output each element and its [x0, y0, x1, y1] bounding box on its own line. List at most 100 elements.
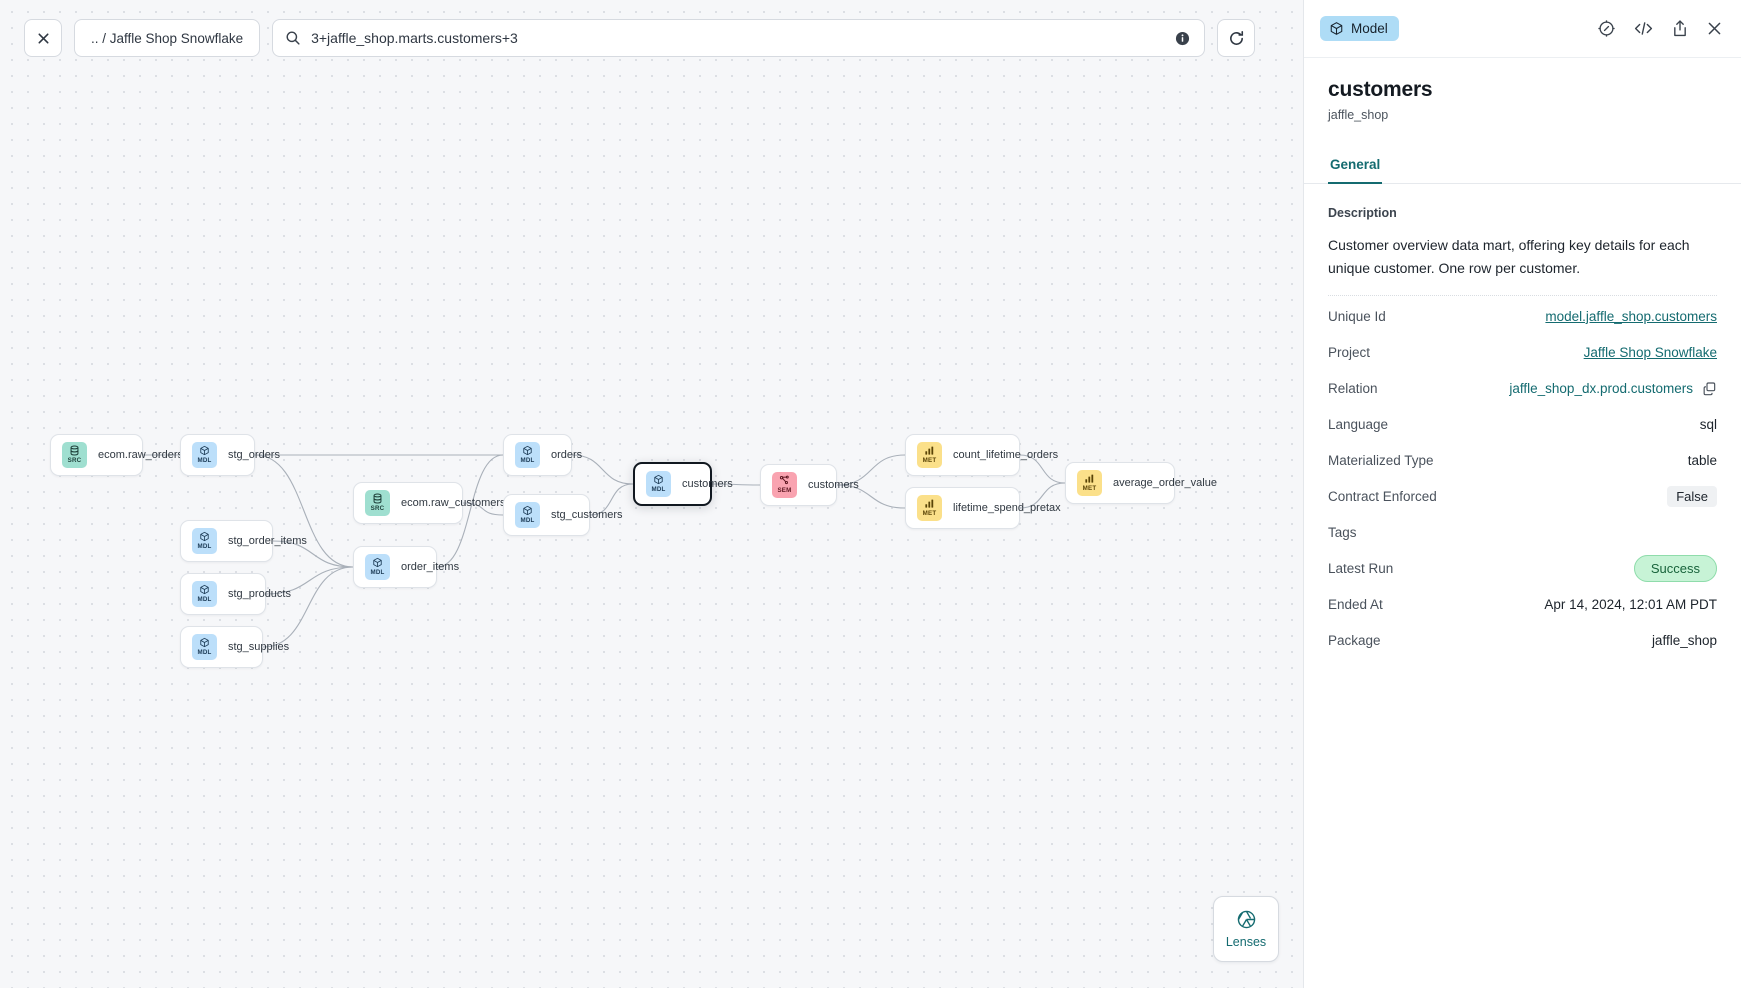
graph-node-average_order_value[interactable]: MET average_order_value — [1065, 462, 1217, 504]
graph-node-label: customers — [682, 478, 733, 490]
panel-body: Description Customer overview data mart,… — [1304, 184, 1741, 988]
detail-row-value: Success — [1633, 554, 1717, 582]
mdl-kind-icon — [372, 557, 383, 568]
panel-top-bar: Model — [1304, 0, 1741, 58]
breadcrumb[interactable]: .. / Jaffle Shop Snowflake — [74, 19, 261, 57]
node-kind-badge-mdl: MDL — [192, 634, 217, 660]
detail-row-key: Tags — [1328, 524, 1357, 540]
graph-node-label: stg_products — [228, 588, 291, 600]
node-kind-badge-met: MET — [1077, 470, 1102, 496]
src-kind-icon — [372, 493, 383, 504]
detail-row-key: Ended At — [1328, 596, 1383, 612]
graph-node-label: count_lifetime_orders — [953, 449, 1059, 461]
graph-node-label: customers — [808, 479, 859, 491]
detail-row-value: table — [1687, 452, 1717, 468]
graph-node-lifetime_spend_pretax[interactable]: MET lifetime_spend_pretax — [905, 487, 1061, 529]
description-label: Description — [1328, 206, 1397, 220]
graph-node-customers_semantic[interactable]: SEM customers — [760, 464, 859, 506]
graph-node-label: stg_supplies — [228, 641, 290, 653]
refresh-icon — [1228, 30, 1245, 47]
mdl-kind-icon — [522, 505, 533, 516]
page-subtitle: jaffle_shop — [1328, 108, 1389, 122]
lenses-button[interactable]: Lenses — [1213, 896, 1279, 962]
met-kind-icon — [1084, 473, 1095, 484]
node-kind-badge-mdl: MDL — [515, 442, 540, 468]
graph-node-label: lifetime_spend_pretax — [953, 502, 1061, 514]
node-kind-badge-met: MET — [917, 495, 942, 521]
node-kind-badge-mdl: MDL — [646, 471, 671, 497]
detail-row-value: Apr 14, 2024, 12:01 AM PDT — [1544, 596, 1717, 612]
graph-node-label: ecom.raw_orders — [98, 449, 183, 461]
graph-node-customers_model[interactable]: MDL customers — [633, 462, 733, 506]
graph-node-count_lifetime_orders[interactable]: MET count_lifetime_orders — [905, 434, 1058, 476]
code-icon[interactable] — [1633, 19, 1654, 38]
detail-row: Unique Id model.jaffle_shop.customers — [1328, 298, 1717, 334]
met-kind-icon — [924, 498, 935, 509]
mdl-kind-icon — [199, 531, 210, 542]
node-kind-badge-mdl: MDL — [515, 502, 540, 528]
graph-node-label: average_order_value — [1113, 477, 1217, 489]
detail-row: Project Jaffle Shop Snowflake — [1328, 334, 1717, 370]
relation-text[interactable]: jaffle_shop_dx.prod.customers — [1509, 380, 1693, 396]
graph-node-label: ecom.raw_customers — [401, 497, 506, 509]
graph-node-label: order_items — [401, 561, 460, 573]
lineage-search-box[interactable]: 3+jaffle_shop.marts.customers+3 — [272, 19, 1206, 57]
node-kind-badge-mdl: MDL — [192, 528, 217, 554]
detail-row-key: Unique Id — [1328, 308, 1386, 324]
close-icon[interactable] — [1706, 20, 1723, 37]
detail-row: Tags — [1328, 514, 1717, 550]
share-icon[interactable] — [1671, 19, 1689, 38]
detail-row: Latest Run Success — [1328, 550, 1717, 586]
lineage-canvas[interactable]: .. / Jaffle Shop Snowflake 3+jaffle_shop… — [0, 0, 1303, 988]
mdl-kind-icon — [199, 584, 210, 595]
mdl-kind-icon — [199, 637, 210, 648]
met-kind-icon — [924, 445, 935, 456]
close-icon — [36, 31, 51, 46]
page-title: customers — [1328, 78, 1433, 101]
graph-edge — [262, 566, 354, 648]
refresh-button[interactable] — [1217, 19, 1256, 57]
node-type-label: Model — [1351, 21, 1388, 36]
detail-row-value: sql — [1699, 416, 1717, 432]
node-kind-badge-met: MET — [917, 442, 942, 468]
sem-kind-icon — [779, 475, 790, 486]
search-input[interactable]: 3+jaffle_shop.marts.customers+3 — [311, 30, 518, 46]
mdl-kind-icon — [522, 445, 533, 456]
graph-node-stg_supplies[interactable]: MDL stg_supplies — [180, 626, 289, 668]
description-text: Customer overview data mart, offering ke… — [1328, 234, 1717, 297]
detail-row-key: Language — [1328, 416, 1389, 432]
detail-row-key: Package — [1328, 632, 1381, 648]
info-icon[interactable] — [1175, 31, 1190, 46]
contract-enforced-chip: False — [1667, 485, 1717, 507]
node-kind-badge-sem: SEM — [772, 472, 797, 498]
detail-row-link[interactable]: model.jaffle_shop.customers — [1545, 308, 1717, 324]
aperture-icon — [1236, 909, 1257, 930]
panel-header: customers jaffle_shop — [1304, 58, 1741, 122]
node-kind-badge-mdl: MDL — [192, 442, 217, 468]
detail-row: Ended At Apr 14, 2024, 12:01 AM PDT — [1328, 586, 1717, 622]
detail-row-key: Latest Run — [1328, 560, 1394, 576]
detail-row-key: Project — [1328, 344, 1371, 360]
src-kind-icon — [69, 445, 80, 456]
tab-general[interactable]: General — [1328, 151, 1383, 184]
close-lineage-button[interactable] — [24, 19, 62, 57]
lenses-label: Lenses — [1225, 935, 1267, 949]
focus-icon[interactable] — [1597, 19, 1616, 38]
copy-icon[interactable] — [1702, 381, 1717, 396]
detail-row-link[interactable]: Jaffle Shop Snowflake — [1583, 344, 1717, 360]
